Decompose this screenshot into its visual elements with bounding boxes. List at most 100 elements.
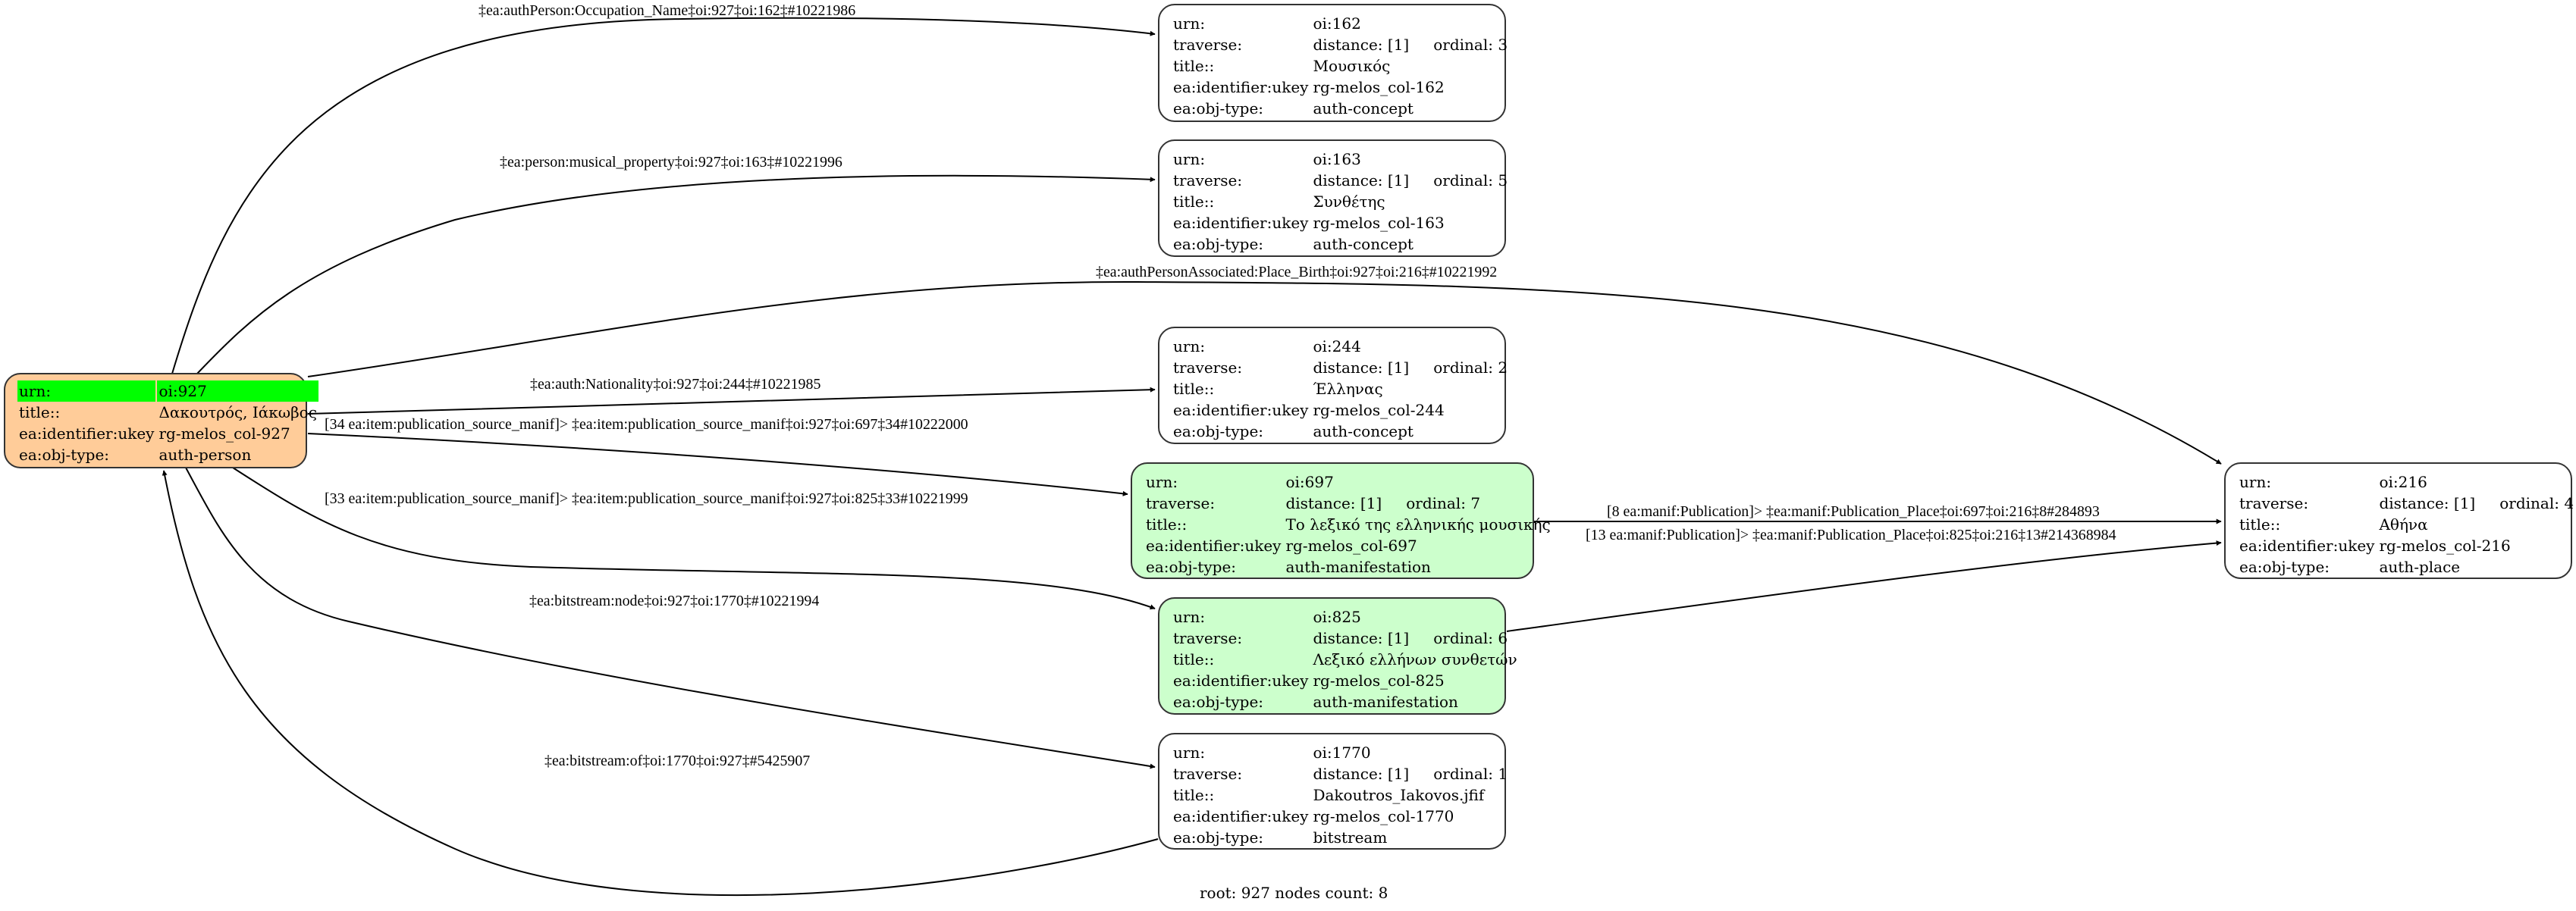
node-fields: urn:oi:163 traverse:distance: [1]ordinal… <box>1170 149 1511 255</box>
field-value: Το λεξικό της ελληνικής μουσικής <box>1285 515 1551 534</box>
field-urn: urn:oi:162 <box>1172 13 1509 34</box>
distance-value: distance: [1] <box>2379 494 2476 512</box>
field-urn: urn: oi:697 <box>1144 471 1552 493</box>
node-oi-825[interactable]: urn:oi:825 traverse:distance: [1]ordinal… <box>1158 597 1517 715</box>
edge-label-bitstream-of: ‡ea:bitstream:of‡oi:1770‡oi:927‡#5425907 <box>544 753 811 769</box>
field-label: traverse: <box>1173 36 1243 54</box>
node-oi-216[interactable]: urn:oi:216 traverse: distance: [1] ordinal… <box>2224 462 2574 579</box>
edge-bitstream-of[interactable] <box>162 470 1159 897</box>
field-value: rg-melos_col-162 <box>1313 78 1445 96</box>
distance-value: distance: [1] <box>1313 358 1410 377</box>
field-value: Δακουτρός, Ιάκωβος <box>158 403 317 421</box>
field-label: title:: <box>1173 786 1215 804</box>
field-value: distance: [1] ordinal: 6 <box>1311 628 1518 649</box>
field-label: ea:obj-type: <box>1173 422 1264 440</box>
field-label: ea:identifier:ukey <box>1173 214 1309 232</box>
edge-pub-source-33[interactable] <box>232 467 1156 610</box>
edge-label-musical-property: ‡ea:person:musical_property‡oi:927‡oi:16… <box>500 155 842 171</box>
field-value: Μουσικός <box>1313 57 1391 75</box>
field-value: auth-manifestation <box>1313 693 1458 711</box>
field-value: oi:927 <box>157 380 318 402</box>
field-value: oi:697 <box>1285 473 1334 491</box>
node-fields: urn:oi:1770 traverse:distance: [1]ordina… <box>1170 742 1511 848</box>
field-objtype: ea:obj-type: auth-concept <box>1172 233 1509 255</box>
node-fields: urn:oi:216 traverse: distance: [1] ordinal… <box>2236 471 2576 578</box>
edge-nationality[interactable] <box>307 387 1156 415</box>
edge-place-birth[interactable] <box>307 280 2222 465</box>
edge-label-bitstream-node: ‡ea:bitstream:node‡oi:927‡oi:1770‡#10221… <box>529 593 820 609</box>
field-value: oi:216 <box>2379 473 2427 491</box>
distance-value: distance: [1] <box>1313 765 1410 783</box>
node-oi-163[interactable]: urn:oi:163 traverse:distance: [1]ordinal… <box>1158 139 1508 257</box>
node-oi-927[interactable]: urn: oi:927 title:: Δακουτρός, Ιάκωβος e… <box>4 373 318 468</box>
field-traverse: traverse:distance: [1]ordinal: 1 <box>1172 763 1509 784</box>
field-value: rg-melos_col-216 <box>2379 537 2511 555</box>
field-title: title::Μουσικός <box>1172 55 1509 77</box>
field-label: ea:obj-type: <box>19 446 110 464</box>
ordinal-value: ordinal: 7 <box>1406 494 1481 512</box>
field-value: auth-concept <box>1313 235 1414 253</box>
edge-occupation[interactable] <box>171 17 1156 374</box>
field-value: auth-person <box>158 446 252 464</box>
node-oi-162[interactable]: urn:oi:162 traverse:distance: [1]ordinal… <box>1158 4 1508 122</box>
field-objtype: ea:obj-type: bitstream <box>1172 827 1509 848</box>
field-value: auth-place <box>2379 558 2461 576</box>
field-label: traverse: <box>1173 171 1243 189</box>
field-urn: urn:oi:216 <box>2238 471 2575 493</box>
field-value: rg-melos_col-697 <box>1285 537 1417 555</box>
field-traverse: traverse:distance: [1]ordinal: 7 <box>1144 493 1552 514</box>
edge-label-place-birth: ‡ea:authPersonAssociated:Place_Birth‡oi:… <box>1096 265 1498 280</box>
edge-pub-place-13[interactable] <box>1506 540 2222 632</box>
field-value: oi:244 <box>1313 337 1361 355</box>
edge-pub-source-34[interactable] <box>307 433 1128 496</box>
field-ukey: ea:identifier:ukey rg-melos_col-927 <box>17 423 318 444</box>
distance-value: distance: [1] <box>1313 171 1410 189</box>
field-title: title::Το λεξικό της ελληνικής μουσικής <box>1144 514 1552 535</box>
ordinal-value: ordinal: 6 <box>1433 629 1508 647</box>
node-fields: urn: oi:244 traverse:distance: [1]ordinal… <box>1170 336 1511 442</box>
ordinal-value: ordinal: 3 <box>1433 36 1508 54</box>
node-fields: urn:oi:825 traverse:distance: [1]ordinal… <box>1170 606 1520 712</box>
field-label: urn: <box>17 380 156 402</box>
field-value: bitstream <box>1313 828 1388 847</box>
field-label: urn: <box>1173 744 1206 762</box>
edge-bitstream-node[interactable] <box>185 467 1156 769</box>
field-label: urn: <box>1173 337 1206 355</box>
node-oi-244[interactable]: urn: oi:244 traverse:distance: [1]ordinal… <box>1158 327 1508 444</box>
field-traverse: traverse: distance: [1] ordinal: 5 <box>1172 170 1509 191</box>
field-traverse: traverse:distance: [1]ordinal: 2 <box>1172 357 1509 378</box>
field-label: ea:identifier:ukey <box>1173 401 1309 419</box>
edge-label-occupation: ‡ea:authPerson:Occupation_Name‡oi:927‡oi… <box>478 3 856 19</box>
node-oi-697[interactable]: urn: oi:697 traverse:distance: [1]ordinal… <box>1131 462 1551 579</box>
field-value: auth-concept <box>1313 422 1414 440</box>
field-traverse: traverse:distance: [1]ordinal: 3 <box>1172 34 1509 55</box>
node-oi-1770[interactable]: urn:oi:1770 traverse:distance: [1]ordina… <box>1158 733 1508 850</box>
field-value: oi:825 <box>1313 608 1361 626</box>
field-label: ea:identifier:ukey <box>1173 672 1309 690</box>
edge-musical-property[interactable] <box>196 174 1156 374</box>
field-label: urn: <box>1173 150 1206 168</box>
ordinal-value: ordinal: 4 <box>2499 494 2574 512</box>
node-fields: urn:oi:162 traverse:distance: [1]ordinal… <box>1170 13 1511 119</box>
field-value: distance: [1] ordinal: 5 <box>1311 170 1509 191</box>
field-value: Έλληνας <box>1313 380 1383 398</box>
field-value: auth-concept <box>1313 99 1414 117</box>
field-label: ea:obj-type: <box>1173 828 1264 847</box>
field-urn: urn: oi:927 <box>17 380 318 402</box>
field-objtype: ea:obj-type:auth-concept <box>1172 98 1509 119</box>
field-label: ea:identifier:ukey <box>1173 78 1309 96</box>
distance-value: distance: [1] <box>1313 629 1410 647</box>
field-urn: urn:oi:1770 <box>1172 742 1509 763</box>
field-label: ea:obj-type: <box>1173 235 1264 253</box>
graph-footer: root: 927 nodes count: 8 <box>1200 884 1388 902</box>
ordinal-value: ordinal: 5 <box>1433 171 1508 189</box>
field-label: title:: <box>1173 380 1215 398</box>
edge-label-pub-place-8: [8 ea:manif:Publication]> ‡ea:manif:Publ… <box>1607 504 2100 520</box>
field-objtype: ea:obj-type:auth-manifestation <box>1144 556 1552 578</box>
field-label: traverse: <box>2239 494 2309 512</box>
field-label: urn: <box>1146 473 1178 491</box>
